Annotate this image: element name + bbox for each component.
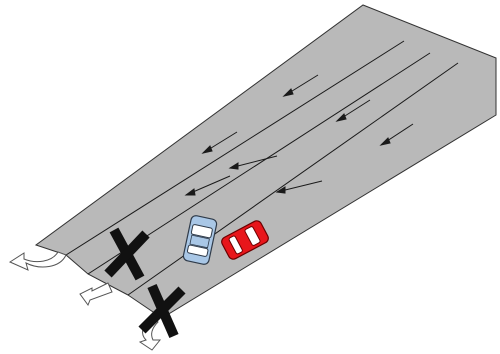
straight-exit-arrow-icon [79,282,113,307]
lane-direction-arrow [275,180,323,194]
lane-direction-arrow [282,74,319,97]
red-car [221,220,269,260]
x-mark-icon [138,283,186,339]
x-mark-icon [104,227,150,281]
u-turn-arrow-icon [8,251,67,271]
lane-direction-arrows [184,74,414,196]
lane-direction-arrow [379,123,414,146]
lane-direction-arrow [201,131,238,154]
lane-direction-arrow [228,155,278,170]
lane-line-1 [65,40,405,256]
blue-car [182,215,218,265]
lane-direction-arrow [184,175,231,196]
lane-direction-arrow [335,99,371,122]
